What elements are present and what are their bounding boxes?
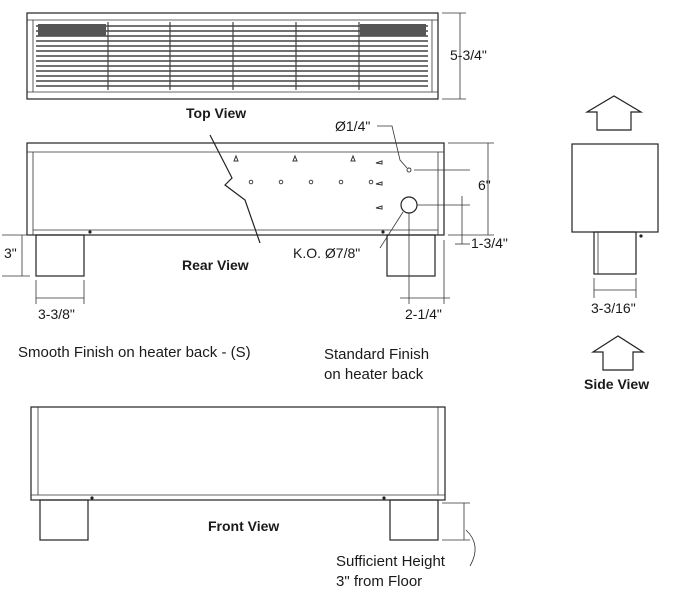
- dim-ko-offset-label: 2-1/4": [405, 306, 442, 322]
- mounting-slots: [233, 154, 383, 210]
- dim-rear-height-label: 6": [478, 177, 491, 193]
- dim-floor-clearance: [442, 502, 476, 567]
- standard-finish-note-line1: Standard Finish: [324, 346, 429, 363]
- top-view-title: Top View: [186, 105, 246, 121]
- dim-ko-height: 1-3/4": [417, 196, 508, 251]
- up-arrow-top-icon: [584, 95, 644, 131]
- rear-left-leg: [35, 234, 85, 277]
- side-view-drawing: [571, 95, 659, 371]
- dim-ko-dia-label: K.O. Ø7/8": [293, 245, 360, 261]
- sufficient-height-note-line1: Sufficient Height: [336, 553, 446, 570]
- dim-hole-dia: Ø1/4": [335, 118, 408, 169]
- rear-view-drawing: [26, 134, 445, 277]
- break-line: [209, 134, 261, 244]
- dim-leg-height: 3": [2, 234, 30, 277]
- front-view-drawing: [30, 406, 446, 541]
- top-view-drawing: [26, 12, 439, 100]
- rear-view-title: Rear View: [182, 257, 249, 273]
- dim-leg-width-label: 3-3/8": [38, 306, 75, 322]
- dim-top-height: 5-3/4": [442, 12, 487, 100]
- grille-dividers: [107, 22, 360, 90]
- front-view-title: Front View: [208, 518, 279, 534]
- dim-hole-dia-label: Ø1/4": [335, 118, 370, 134]
- side-leg: [593, 231, 637, 275]
- dim-rear-height: 6": [414, 142, 494, 236]
- dim-side-width-label: 3-3/16": [591, 300, 636, 316]
- side-view-title: Side View: [584, 376, 649, 392]
- standard-finish-note-line2: on heater back: [324, 366, 424, 383]
- dim-ko-height-label: 1-3/4": [471, 235, 508, 251]
- sufficient-height-note-line2: 3" from Floor: [336, 573, 422, 590]
- mounting-holes: [248, 167, 412, 185]
- side-body: [571, 143, 659, 233]
- up-arrow-bottom-icon: [590, 335, 646, 371]
- dim-side-width: 3-3/16": [591, 278, 637, 316]
- grille-shade-right: [360, 24, 426, 36]
- front-right-leg: [389, 499, 439, 541]
- rear-right-leg: [386, 234, 436, 277]
- dim-top-height-label: 5-3/4": [450, 47, 487, 63]
- smooth-finish-note: Smooth Finish on heater back - (S): [18, 344, 251, 361]
- knockout-circle: [400, 196, 418, 214]
- dim-ko-leader: K.O. Ø7/8": [293, 211, 404, 261]
- dim-leg-height-label: 3": [4, 245, 17, 261]
- dim-ko-offset: 2-1/4": [400, 213, 450, 322]
- grille-shade-left: [38, 24, 106, 36]
- dim-leg-width: 3-3/8": [35, 280, 85, 322]
- front-left-leg: [39, 499, 89, 541]
